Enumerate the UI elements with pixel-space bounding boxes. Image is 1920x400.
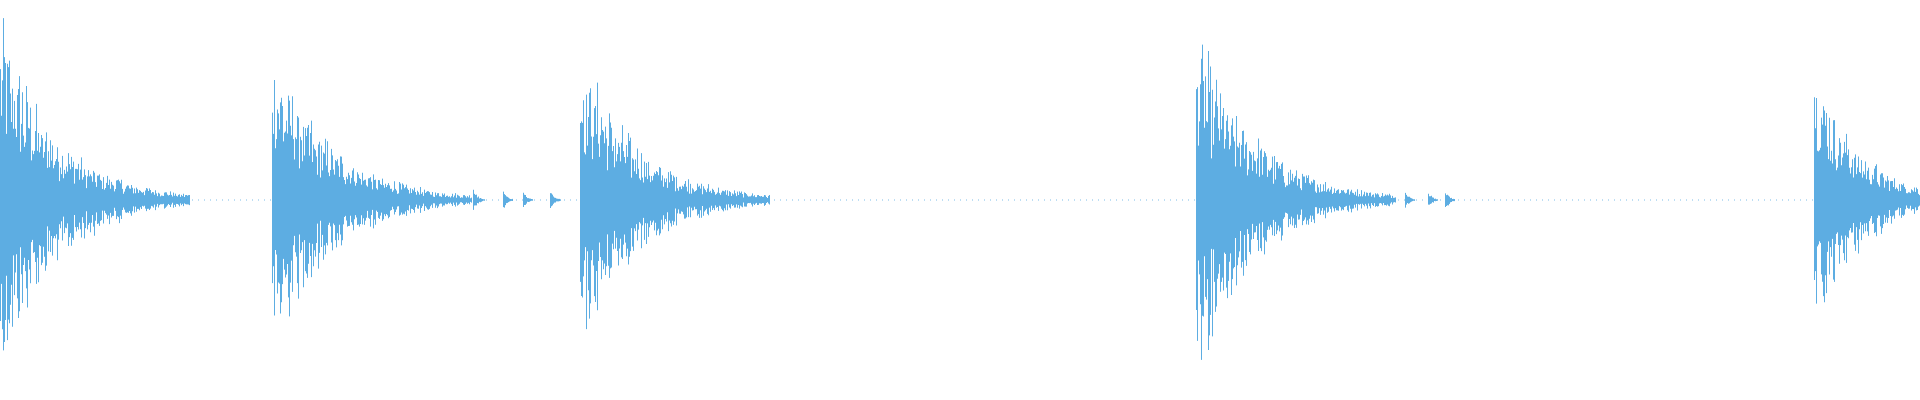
- waveform-trace: [0, 18, 1920, 360]
